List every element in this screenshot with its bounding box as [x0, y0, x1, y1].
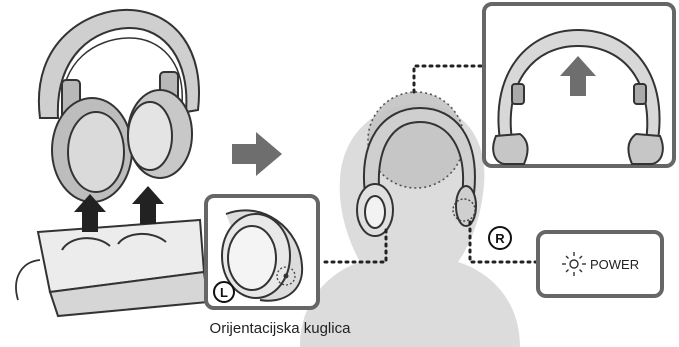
arrow-right-icon — [232, 132, 282, 176]
right-marker-badge: R — [489, 227, 511, 249]
headband-inset — [484, 4, 674, 166]
right-marker-text: R — [495, 231, 505, 246]
charging-stand-icon — [16, 220, 208, 316]
left-earcup-inset: L — [206, 196, 318, 308]
power-label: POWER — [590, 257, 639, 272]
left-marker-text: L — [220, 285, 228, 300]
headphones-icon — [39, 10, 199, 202]
tactile-dot-caption: Orijentacijska kuglica — [150, 320, 410, 337]
power-indicator-inset: POWER — [538, 232, 662, 296]
